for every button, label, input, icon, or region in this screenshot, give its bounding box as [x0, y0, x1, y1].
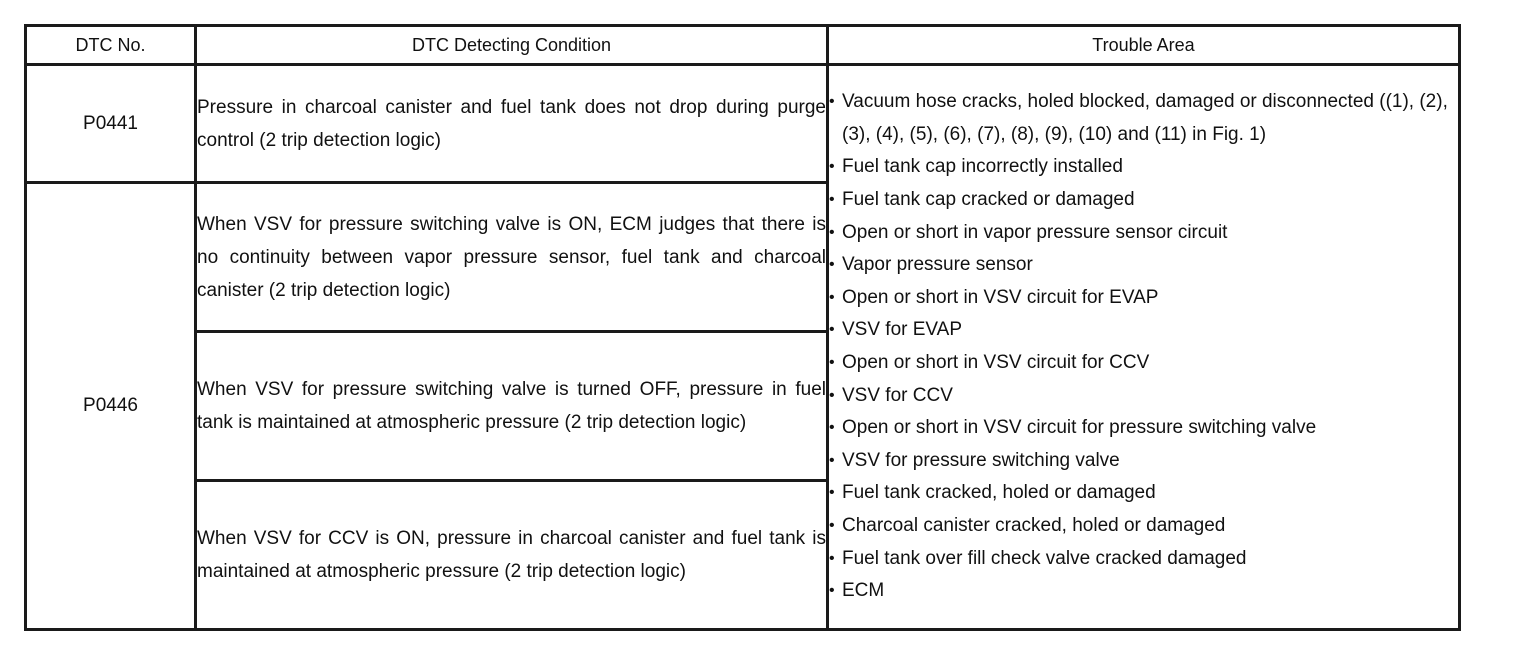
list-item: •Open or short in VSV circuit for CCV [829, 347, 1458, 380]
list-item: •Open or short in vapor pressure sensor … [829, 217, 1458, 250]
table-header-row: DTC No. DTC Detecting Condition Trouble … [24, 24, 1461, 66]
list-item: •Charcoal canister cracked, holed or dam… [829, 510, 1458, 543]
bullet-icon: • [829, 354, 835, 371]
list-item: •Fuel tank over fill check valve cracked… [829, 543, 1458, 576]
table-row: P0446 When VSV for pressure switching va… [24, 181, 1460, 631]
table-row: P0441 Pressure in charcoal canister and … [24, 63, 1461, 631]
trouble-area-cell: •Vacuum hose cracks, holed blocked, dama… [826, 63, 1461, 631]
bullet-icon: • [829, 549, 835, 567]
bullet-icon: • [829, 484, 835, 502]
trouble-area-list: •Vacuum hose cracks, holed blocked, dama… [829, 86, 1458, 608]
bullet-icon: • [829, 288, 835, 306]
list-item: •Vapor pressure sensor [829, 249, 1458, 282]
list-item: •Fuel tank cracked, holed or damaged [829, 477, 1458, 510]
bullet-icon: • [829, 93, 835, 111]
bullet-icon: • [829, 321, 835, 339]
list-item: •VSV for CCV [829, 380, 1458, 413]
condition-cell: Pressure in charcoal canister and fuel t… [194, 63, 829, 184]
condition-cell: When VSV for CCV is ON, pressure in char… [194, 479, 829, 631]
bullet-icon: • [829, 256, 835, 274]
dtc-code-p0441: P0441 [24, 63, 197, 184]
bullet-icon: • [829, 451, 835, 469]
header-trouble-area: Trouble Area [826, 24, 1461, 66]
bullet-icon: • [829, 158, 835, 176]
list-item: •Open or short in VSV circuit for pressu… [829, 412, 1458, 445]
list-item: •VSV for EVAP [829, 314, 1458, 347]
bullet-icon: • [829, 191, 835, 209]
list-item: •Vacuum hose cracks, holed blocked, dama… [829, 86, 1458, 151]
list-item: •ECM [829, 575, 1458, 608]
bullet-icon: • [829, 419, 835, 437]
condition-cell: When VSV for pressure switching valve is… [194, 330, 829, 482]
header-dtc-no: DTC No. [24, 24, 197, 66]
bullet-icon: • [829, 223, 835, 241]
list-item: •Open or short in VSV circuit for EVAP [829, 282, 1458, 315]
table-row: When VSV for CCV is ON, pressure in char… [26, 479, 1460, 631]
list-item: •Fuel tank cap incorrectly installed [829, 151, 1458, 184]
bullet-icon: • [829, 582, 835, 600]
condition-cell: When VSV for pressure switching valve is… [194, 181, 829, 333]
table-row: When VSV for pressure switching valve is… [26, 330, 1460, 482]
list-item: •VSV for pressure switching valve [829, 445, 1458, 478]
bullet-icon: • [829, 516, 835, 534]
dtc-code-p0446: P0446 [24, 181, 197, 631]
dtc-table: DTC No. DTC Detecting Condition Trouble … [24, 24, 1461, 631]
header-detecting-condition: DTC Detecting Condition [194, 24, 829, 66]
list-item: •Fuel tank cap cracked or damaged [829, 184, 1458, 217]
bullet-icon: • [829, 386, 835, 404]
